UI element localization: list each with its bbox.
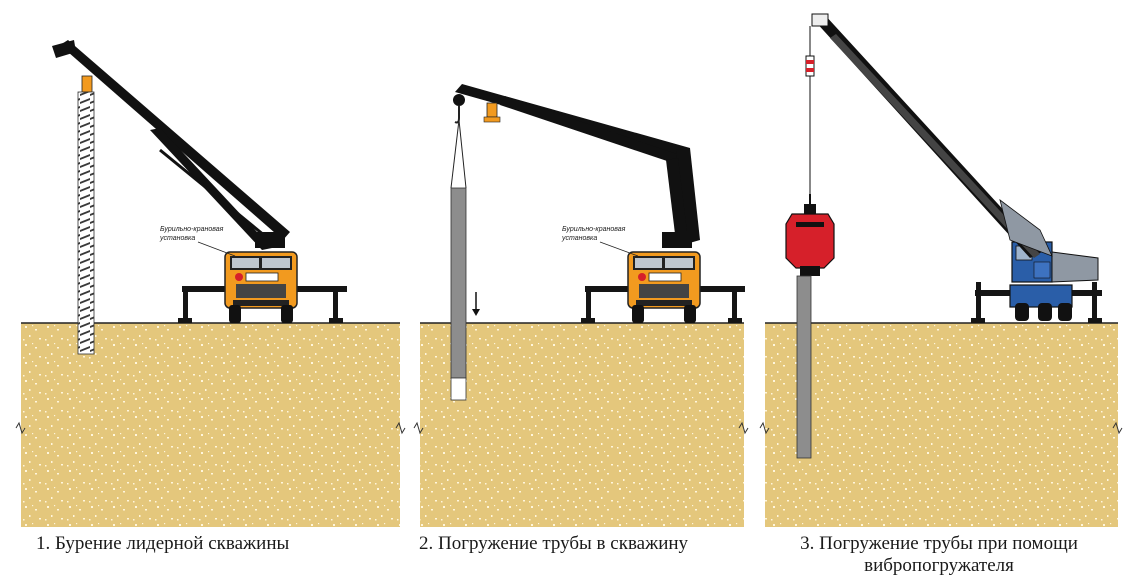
break-mark: [395, 421, 406, 435]
drill-rotator: [486, 102, 498, 118]
break-mark: [759, 421, 770, 435]
vibratory-hammer: [785, 204, 835, 276]
caption-vibro-driving: 3. Погружение трубы при помощи вибропогр…: [800, 533, 1078, 576]
soil-block: [765, 323, 1118, 527]
equipment-label: Бурильно-крановая: [160, 226, 224, 233]
down-arrow-icon: [472, 292, 480, 316]
break-mark: [413, 421, 424, 435]
soil-block: [21, 323, 400, 527]
caption-pipe-lowering: 2. Погружение трубы в скважину: [419, 533, 689, 554]
equipment-label: установка: [561, 235, 597, 242]
soil-block: [420, 323, 744, 527]
break-mark: [1112, 421, 1123, 435]
drilling-truck: [627, 251, 701, 323]
pipe: [450, 187, 467, 379]
panel-vibro-driving: [759, 13, 1123, 527]
equipment-label: установка: [159, 235, 195, 242]
crane-hook: [805, 26, 815, 210]
drilling-truck: [224, 251, 298, 323]
panel-drilling: Бурильно-крановая установка: [15, 40, 406, 527]
crane-boom: [811, 13, 1053, 258]
pipe: [796, 275, 812, 459]
mobile-crane: [1009, 241, 1099, 321]
drill-rotator: [81, 75, 93, 93]
pipe-tip: [450, 377, 467, 401]
crane-hook: [454, 106, 460, 124]
caption-drilling: 1. Бурение лидерной скважины: [36, 533, 290, 554]
equipment-label: Бурильно-крановая: [562, 226, 626, 233]
break-mark: [15, 421, 26, 435]
drilling-boom: [52, 40, 290, 250]
panel-pipe-lowering: Бурильно-крановая установка: [413, 84, 749, 527]
auger: [77, 91, 95, 355]
crane-boom: [453, 84, 700, 248]
break-mark: [738, 421, 749, 435]
